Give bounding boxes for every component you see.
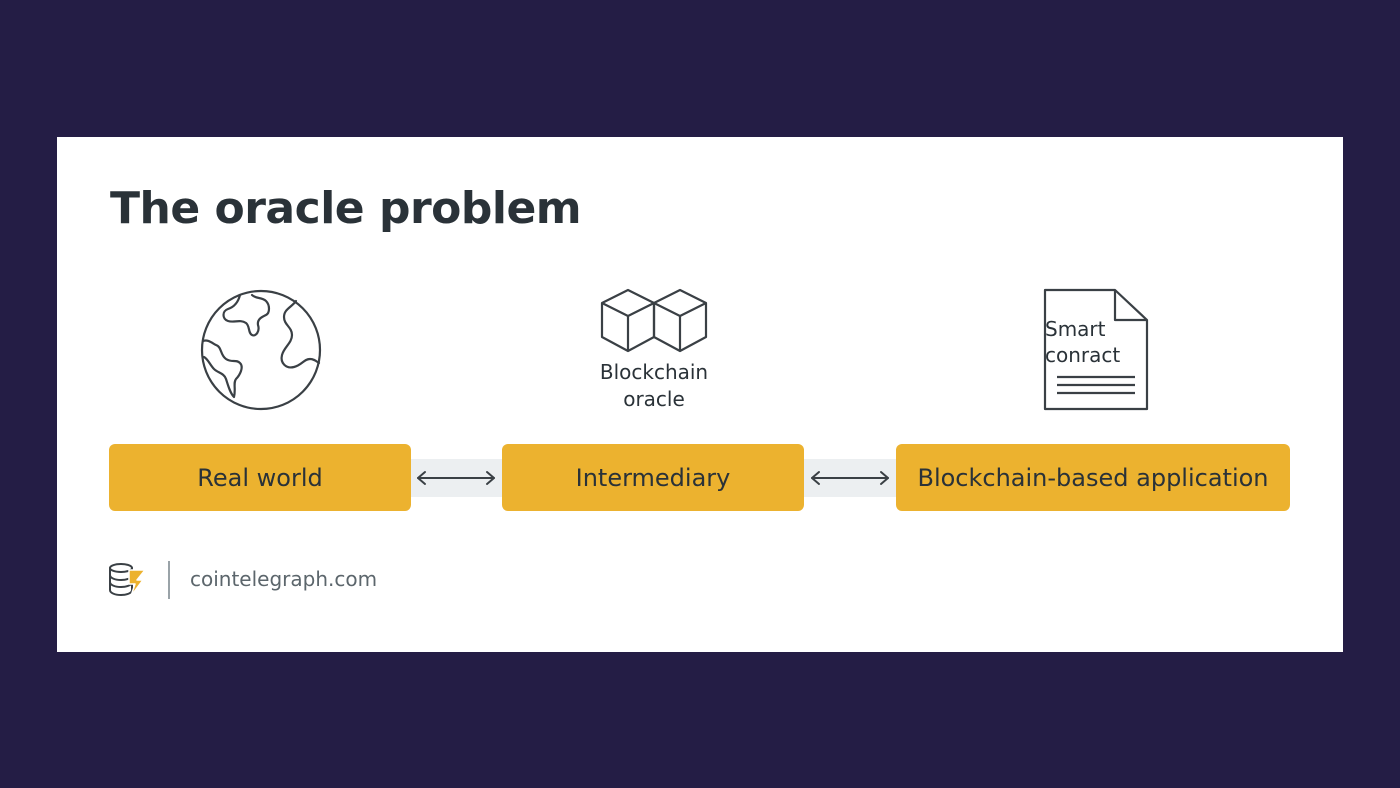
- document-icon: [1043, 288, 1149, 411]
- diagram-title: The oracle problem: [110, 183, 582, 234]
- smart-contract-caption-line2: conract: [1045, 343, 1121, 367]
- intermediary-label: Intermediary: [575, 463, 731, 492]
- application-box: Blockchain-based application: [896, 444, 1290, 511]
- double-headed-arrow-icon: [417, 471, 495, 485]
- oracle-caption-line2: oracle: [623, 387, 685, 411]
- oracle-caption-line1: Blockchain: [599, 360, 709, 384]
- globe-icon: [200, 289, 322, 411]
- footer-url: cointelegraph.com: [190, 567, 378, 591]
- double-headed-arrow-icon: [811, 471, 889, 485]
- connector-real-intermediary: [409, 459, 503, 497]
- smart-contract-caption-line1: Smart: [1045, 317, 1106, 341]
- connector-intermediary-application: [803, 459, 897, 497]
- application-label: Blockchain-based application: [917, 463, 1269, 492]
- diagram-card: The oracle problem Blockchain oracle: [57, 137, 1343, 652]
- blockchain-cubes-icon: [600, 288, 712, 353]
- real-world-box: Real world: [109, 444, 411, 511]
- footer-divider: [168, 561, 170, 599]
- oracle-caption: Blockchain oracle: [584, 359, 724, 413]
- smart-contract-caption: Smart conract: [1045, 316, 1141, 368]
- cointelegraph-logo: [107, 562, 151, 603]
- intermediary-box: Intermediary: [502, 444, 804, 511]
- real-world-label: Real world: [197, 463, 323, 492]
